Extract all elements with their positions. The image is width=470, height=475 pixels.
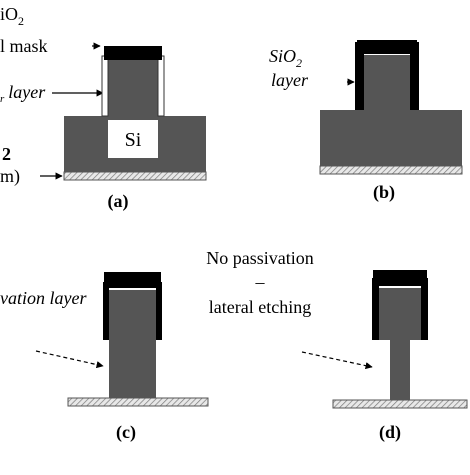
panel-c-right-sidewall (156, 282, 162, 340)
panel-d-left-sidewall (372, 278, 379, 340)
panel-d-head (379, 288, 421, 340)
panel-d: No passivation – lateral etching (d) (206, 248, 468, 443)
panel-a-mask (104, 46, 162, 60)
panel-c-mask (104, 272, 161, 288)
panel-c-caption: (c) (116, 422, 136, 443)
panel-b-layer-text: layer (271, 70, 309, 90)
panel-c: vation layer (c) (0, 272, 209, 443)
panel-a-bottom-text-2: m) (0, 166, 20, 187)
panel-c-substrate (67, 397, 209, 407)
panel-b-mask (357, 40, 417, 54)
panel-a-si-box (108, 120, 158, 158)
panel-a-substrate (63, 171, 207, 181)
panel-d-substrate (332, 399, 468, 409)
panel-b-base (320, 110, 462, 166)
panel-c-arrow (35, 350, 104, 369)
panel-d-arrow (301, 351, 373, 370)
panel-a-top-text-1: iO2 (0, 4, 24, 28)
panel-d-note-2: – (255, 272, 266, 292)
panel-a-pillar (108, 60, 158, 116)
panel-a-top-text-2: l mask (0, 36, 48, 56)
panel-a-right-sidewall (157, 55, 165, 117)
panel-d-stem (390, 340, 410, 400)
panel-a-si-label: Si (125, 129, 142, 151)
panel-b-substrate (319, 165, 463, 175)
panel-c-left-sidewall (103, 282, 109, 340)
panel-b-caption: (b) (373, 182, 395, 203)
panel-b: SiO2 layer (b) (269, 40, 463, 203)
panel-b-right-sidewall (410, 42, 419, 110)
panel-a-caption: (a) (108, 191, 129, 212)
panel-d-right-sidewall (421, 278, 428, 340)
panel-d-mask (373, 270, 427, 286)
panel-c-layer-text: vation layer (0, 288, 87, 308)
panel-a-left-sidewall (101, 55, 109, 117)
panel-d-note-1: No passivation (206, 248, 314, 268)
panel-b-pillar (364, 55, 410, 110)
panel-b-sio2-text: SiO2 (269, 46, 302, 70)
panel-d-note-3: lateral etching (209, 297, 311, 317)
panel-a-bottom-text-1: 2 (2, 144, 11, 164)
panel-d-caption: (d) (379, 422, 401, 443)
panel-b-left-sidewall (355, 42, 364, 110)
panel-c-pillar (109, 290, 156, 398)
